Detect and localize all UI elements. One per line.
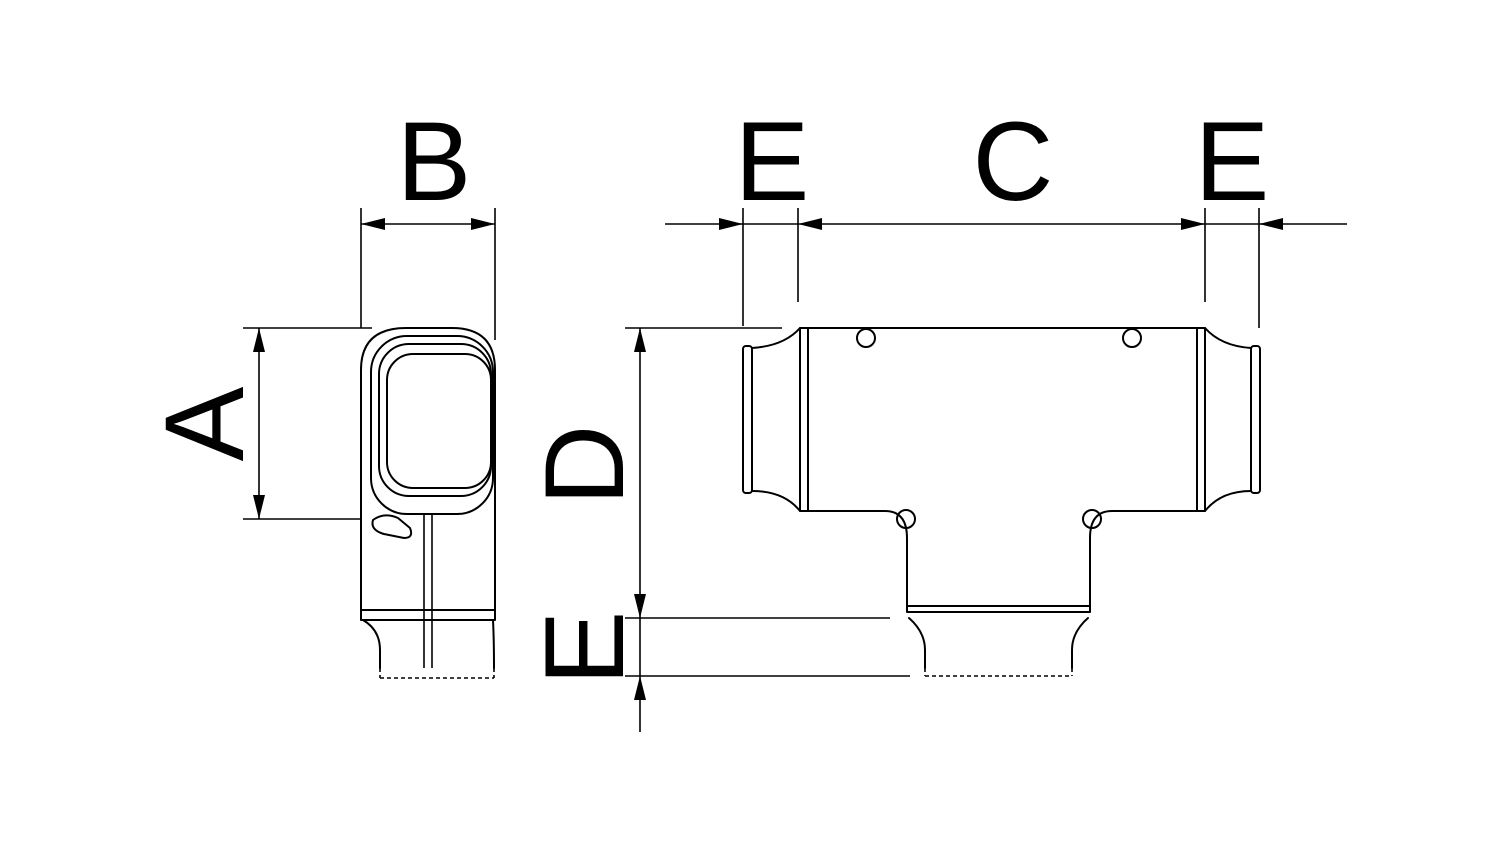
dimension-b: B — [360, 99, 496, 340]
side-view-body-outline — [360, 327, 496, 621]
side-view-opening — [386, 353, 492, 489]
side-view-socket-left — [362, 619, 381, 669]
dimension-e-bottom-label: E — [522, 611, 647, 686]
dimension-b-label: B — [397, 99, 472, 224]
dimension-d-label: D — [522, 425, 647, 506]
front-view-tee-body — [807, 327, 1198, 613]
dimension-a: A — [142, 327, 372, 520]
front-view-screw-bottom-right — [1082, 509, 1102, 529]
side-view — [360, 327, 496, 679]
front-view-screw-bottom-left — [896, 509, 916, 529]
dimension-a-arrow-bottom — [253, 495, 265, 519]
dimension-c-arrow-left — [798, 218, 822, 230]
dimension-e-right-arrow-outer — [1259, 218, 1283, 230]
dimension-a-label: A — [142, 386, 267, 461]
dimension-e-right-label: E — [1195, 99, 1270, 224]
dimension-d-arrow-top — [634, 328, 646, 352]
front-view-right-flare-bottom — [1196, 490, 1252, 512]
front-view-screw-top-right — [1122, 328, 1142, 348]
front-view-left-flare-bottom — [751, 490, 809, 512]
front-view-left-flare-top — [751, 327, 809, 349]
dimension-b-arrow-right — [471, 218, 495, 230]
dimension-top-chain: E C E — [665, 99, 1347, 328]
front-view-bottom-socket-right — [1071, 617, 1089, 669]
dimension-a-arrow-top — [253, 328, 265, 352]
dimension-e-left-label: E — [735, 99, 810, 224]
dimension-c-label: C — [973, 99, 1054, 224]
front-view-screw-top-left — [856, 328, 876, 348]
dimension-b-arrow-left — [361, 218, 385, 230]
front-view-bottom-socket-left — [908, 617, 926, 669]
dimension-c-arrow-right — [1181, 218, 1205, 230]
front-view-left-socket-ring — [742, 345, 753, 494]
side-view-socket-right — [492, 619, 495, 669]
front-view-right-flare-top — [1196, 327, 1252, 349]
front-view-right-socket-ring — [1250, 345, 1261, 494]
dimension-e-left-arrow-outer — [719, 218, 743, 230]
dimension-vertical-chain: D E — [522, 327, 910, 732]
dimension-e-bottom-arrow — [634, 676, 646, 700]
dimension-d-arrow-bottom — [634, 594, 646, 618]
side-view-middle-rim — [378, 343, 492, 497]
side-view-latch-slot — [371, 514, 413, 539]
front-view — [742, 327, 1261, 677]
